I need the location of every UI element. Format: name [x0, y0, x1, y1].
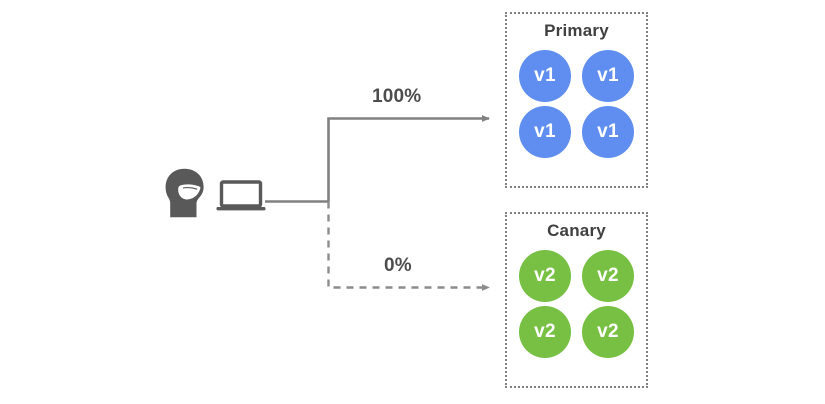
canary-route-line — [327, 201, 490, 291]
laptop-icon — [216, 180, 266, 211]
person-with-face-mask-icon — [165, 168, 204, 218]
canary-pod-grid: v2 v2 v2 v2 — [507, 250, 646, 358]
primary-traffic-percent-label: 100% — [372, 86, 422, 107]
pod-v1: v1 — [519, 106, 571, 158]
client-group — [160, 168, 270, 218]
pod-v1: v1 — [582, 106, 634, 158]
primary-deployment-box: Primary v1 v1 v1 v1 — [505, 12, 648, 188]
primary-box-title: Primary — [544, 21, 609, 40]
pod-v1: v1 — [582, 50, 634, 102]
canary-deployment-box: Canary v2 v2 v2 v2 — [505, 212, 648, 388]
pod-v2: v2 — [519, 306, 571, 358]
canary-box-title: Canary — [547, 221, 606, 240]
canary-traffic-percent-label: 0% — [384, 255, 412, 276]
pod-v2: v2 — [582, 250, 634, 302]
pod-v2: v2 — [519, 250, 571, 302]
pod-v1: v1 — [519, 50, 571, 102]
primary-pod-grid: v1 v1 v1 v1 — [507, 50, 646, 158]
primary-route-line — [327, 115, 490, 202]
pod-v2: v2 — [582, 306, 634, 358]
